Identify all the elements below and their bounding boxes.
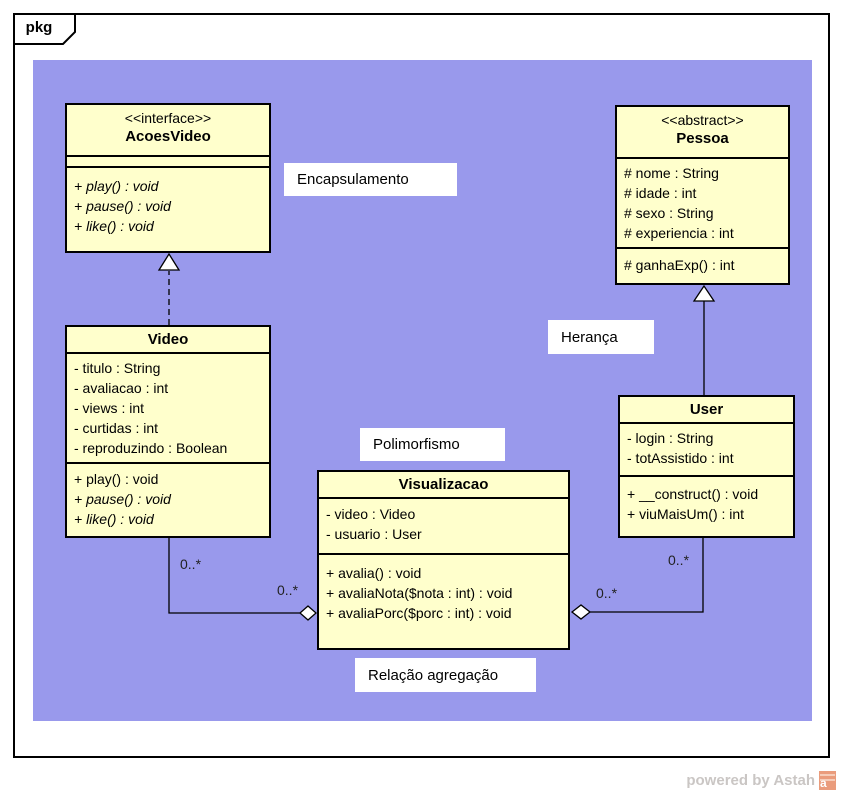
operation-line: + avaliaNota($nota : int) : void xyxy=(326,585,513,601)
stereotype-label: <<interface>> xyxy=(124,110,212,126)
aggregation-right-connector[interactable] xyxy=(570,538,704,620)
class-name: Visualizacao xyxy=(398,476,489,493)
attribute-line: - video : Video xyxy=(326,506,416,522)
operations-compartment: # ganhaExp() : int xyxy=(617,247,788,283)
operation-line: + avalia() : void xyxy=(326,565,422,581)
class-header: <<interface>> AcoesVideo xyxy=(67,105,269,155)
attribute-line: # nome : String xyxy=(624,165,719,181)
aggregation-diamond-icon xyxy=(570,604,592,620)
attribute-line: - curtidas : int xyxy=(74,420,159,436)
class-header: Visualizacao xyxy=(319,472,568,497)
multiplicity-visualizacao-left-end: 0..* xyxy=(277,582,299,598)
class-box-acoesvideo[interactable]: <<interface>> AcoesVideo + play() : void… xyxy=(65,103,271,253)
class-name: User xyxy=(689,401,724,418)
operation-line: # ganhaExp() : int xyxy=(624,257,735,273)
operation-line: + play() : void xyxy=(74,471,159,487)
attributes-compartment: - video : Video - usuario : User xyxy=(319,497,568,553)
operations-compartment: + avalia() : void + avaliaNota($nota : i… xyxy=(319,553,568,648)
attribute-line: # idade : int xyxy=(624,185,697,201)
class-name: Pessoa xyxy=(676,130,729,147)
generalization-connector[interactable] xyxy=(692,284,716,395)
operation-line: + avaliaPorc($porc : int) : void xyxy=(326,605,512,621)
pkg-tab-label: pkg xyxy=(25,19,53,36)
attribute-line: # experiencia : int xyxy=(624,225,734,241)
class-header: Video xyxy=(67,327,269,352)
class-name: AcoesVideo xyxy=(125,128,211,145)
attributes-compartment: # nome : String # idade : int # sexo : S… xyxy=(617,157,788,247)
aggregation-left-connector[interactable] xyxy=(168,538,317,621)
operation-line: + viuMaisUm() : int xyxy=(627,506,745,522)
watermark-text: powered by Astah xyxy=(686,772,815,789)
class-box-user[interactable]: User - login : String - totAssistido : i… xyxy=(618,395,795,538)
multiplicity-user-end: 0..* xyxy=(668,552,690,568)
operation-line: + like() : void xyxy=(74,218,154,234)
operations-compartment: + play() : void + pause() : void + like(… xyxy=(67,166,269,251)
attributes-compartment xyxy=(67,155,269,166)
class-box-visualizacao[interactable]: Visualizacao - video : Video - usuario :… xyxy=(317,470,570,650)
label-polimorfismo[interactable]: Polimorfismo xyxy=(360,428,505,461)
attribute-line: - avaliacao : int xyxy=(74,380,169,396)
attribute-line: - views : int xyxy=(74,400,145,416)
attribute-line: - titulo : String xyxy=(74,360,161,376)
label-encapsulamento[interactable]: Encapsulamento xyxy=(284,163,457,196)
attribute-line: # sexo : String xyxy=(624,205,714,221)
pkg-tab[interactable] xyxy=(13,13,76,45)
diagram-frame xyxy=(13,13,830,758)
operation-line: + pause() : void xyxy=(74,491,171,507)
attribute-line: - login : String xyxy=(627,430,714,446)
attributes-compartment: - login : String - totAssistido : int xyxy=(620,422,793,475)
attribute-line: - totAssistido : int xyxy=(627,450,734,466)
operations-compartment: + __construct() : void + viuMaisUm() : i… xyxy=(620,475,793,536)
operations-compartment: + play() : void + pause() : void + like(… xyxy=(67,462,269,536)
class-box-pessoa[interactable]: <<abstract>> Pessoa # nome : String # id… xyxy=(615,105,790,285)
multiplicity-visualizacao-right-end: 0..* xyxy=(596,585,618,601)
aggregation-diamond-icon xyxy=(299,605,317,621)
hollow-triangle-icon xyxy=(157,252,181,271)
attributes-compartment: - titulo : String - avaliacao : int - vi… xyxy=(67,352,269,462)
hollow-triangle-icon xyxy=(692,284,716,302)
operation-line: + __construct() : void xyxy=(627,486,759,502)
attribute-line: - usuario : User xyxy=(326,526,422,542)
class-header: User xyxy=(620,397,793,422)
attribute-line: - reproduzindo : Boolean xyxy=(74,440,228,456)
label-relacao-agregacao[interactable]: Relação agregação xyxy=(355,658,536,692)
stereotype-label: <<abstract>> xyxy=(661,112,744,128)
class-header: <<abstract>> Pessoa xyxy=(617,107,788,157)
astah-logo-letter: a xyxy=(820,776,827,790)
class-box-video[interactable]: Video - titulo : String - avaliacao : in… xyxy=(65,325,271,538)
class-name: Video xyxy=(147,331,189,348)
realization-connector[interactable] xyxy=(157,252,181,325)
operation-line: + like() : void xyxy=(74,511,154,527)
label-heranca[interactable]: Herança xyxy=(548,320,654,354)
operation-line: + play() : void xyxy=(74,178,159,194)
operation-line: + pause() : void xyxy=(74,198,171,214)
astah-logo-icon: a xyxy=(819,771,836,790)
multiplicity-video-end: 0..* xyxy=(180,556,202,572)
